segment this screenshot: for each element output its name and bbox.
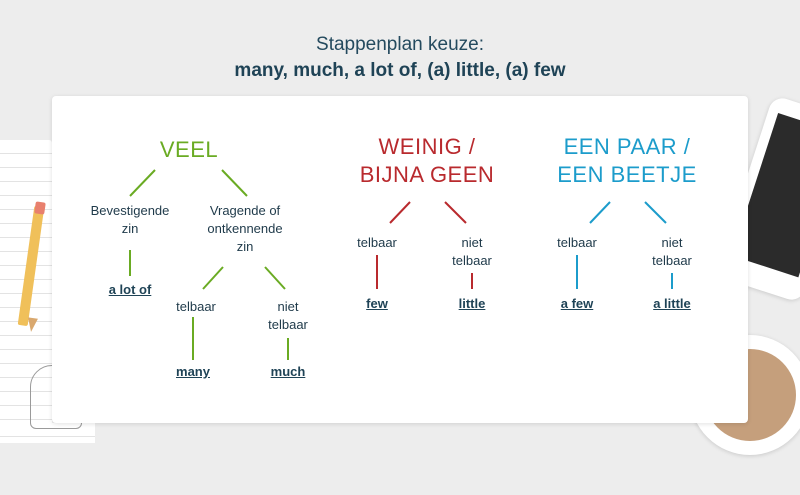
- answer-a-little: a little: [653, 296, 691, 311]
- pencil-eraser-illustration: [34, 201, 46, 215]
- weinig-heading-line1: WEINIG /: [378, 134, 476, 159]
- answer-many: many: [176, 364, 210, 379]
- veel-niet-telbaar-label: niet telbaar: [268, 298, 308, 334]
- veel-telbaar-label: telbaar: [176, 299, 216, 314]
- veel-bevestigend-line1: Bevestigende: [90, 203, 170, 218]
- connector-lines: [129, 169, 673, 360]
- weinig-telbaar-label: telbaar: [357, 235, 397, 250]
- connector-paar-right: [644, 201, 667, 224]
- connector-veel-left: [129, 169, 156, 197]
- answer-a-few: a few: [560, 296, 594, 311]
- paar-heading-line1: EEN PAAR /: [563, 134, 691, 159]
- answer-few: few: [366, 296, 388, 311]
- paar-heading: EEN PAAR / EEN BEETJE: [557, 133, 696, 189]
- veel-niet-telbaar-line1: niet: [277, 299, 299, 314]
- veel-vragend-line3: zin: [236, 239, 254, 254]
- weinig-heading-line2: BIJNA GEEN: [359, 162, 495, 187]
- veel-heading: VEEL: [159, 137, 219, 162]
- connector-weinig-right: [444, 201, 467, 224]
- paar-niet-telbaar-label: niet telbaar: [652, 234, 692, 270]
- weinig-niet-telbaar-label: niet telbaar: [452, 234, 492, 270]
- veel-bevestigend-label: Bevestigende zin: [91, 202, 170, 238]
- answer-little: little: [458, 296, 486, 311]
- weinig-heading: WEINIG / BIJNA GEEN: [360, 133, 495, 189]
- connector-vragend-niet-telbaar: [264, 266, 286, 290]
- paar-heading-line2: EEN BEETJE: [557, 162, 697, 187]
- veel-vragend-line1: Vragende of: [209, 203, 281, 218]
- paar-niet-telbaar-line2: telbaar: [652, 253, 692, 268]
- veel-vragend-line2: ontkennende: [207, 221, 283, 236]
- veel-niet-telbaar-line2: telbaar: [268, 317, 308, 332]
- answer-much: much: [270, 364, 306, 379]
- veel-vragend-label: Vragende of ontkennende zin: [207, 202, 282, 256]
- pencil-tip-illustration: [26, 317, 38, 333]
- connector-vragend-telbaar: [202, 266, 224, 290]
- page-subtitle: many, much, a lot of, (a) little, (a) fe…: [234, 60, 566, 81]
- connector-paar-left: [589, 201, 611, 224]
- connector-weinig-left: [389, 201, 411, 224]
- decision-tree-card: VEEL Bevestigende zin Vragende of ontken…: [52, 96, 748, 423]
- connector-veel-right: [221, 169, 248, 197]
- paar-niet-telbaar-line1: niet: [661, 235, 683, 250]
- answer-a-lot-of: a lot of: [108, 282, 152, 297]
- page-title: Stappenplan keuze:: [316, 34, 484, 55]
- weinig-niet-telbaar-line2: telbaar: [452, 253, 492, 268]
- paar-telbaar-label: telbaar: [557, 235, 597, 250]
- weinig-niet-telbaar-line1: niet: [461, 235, 483, 250]
- veel-bevestigend-line2: zin: [121, 221, 139, 236]
